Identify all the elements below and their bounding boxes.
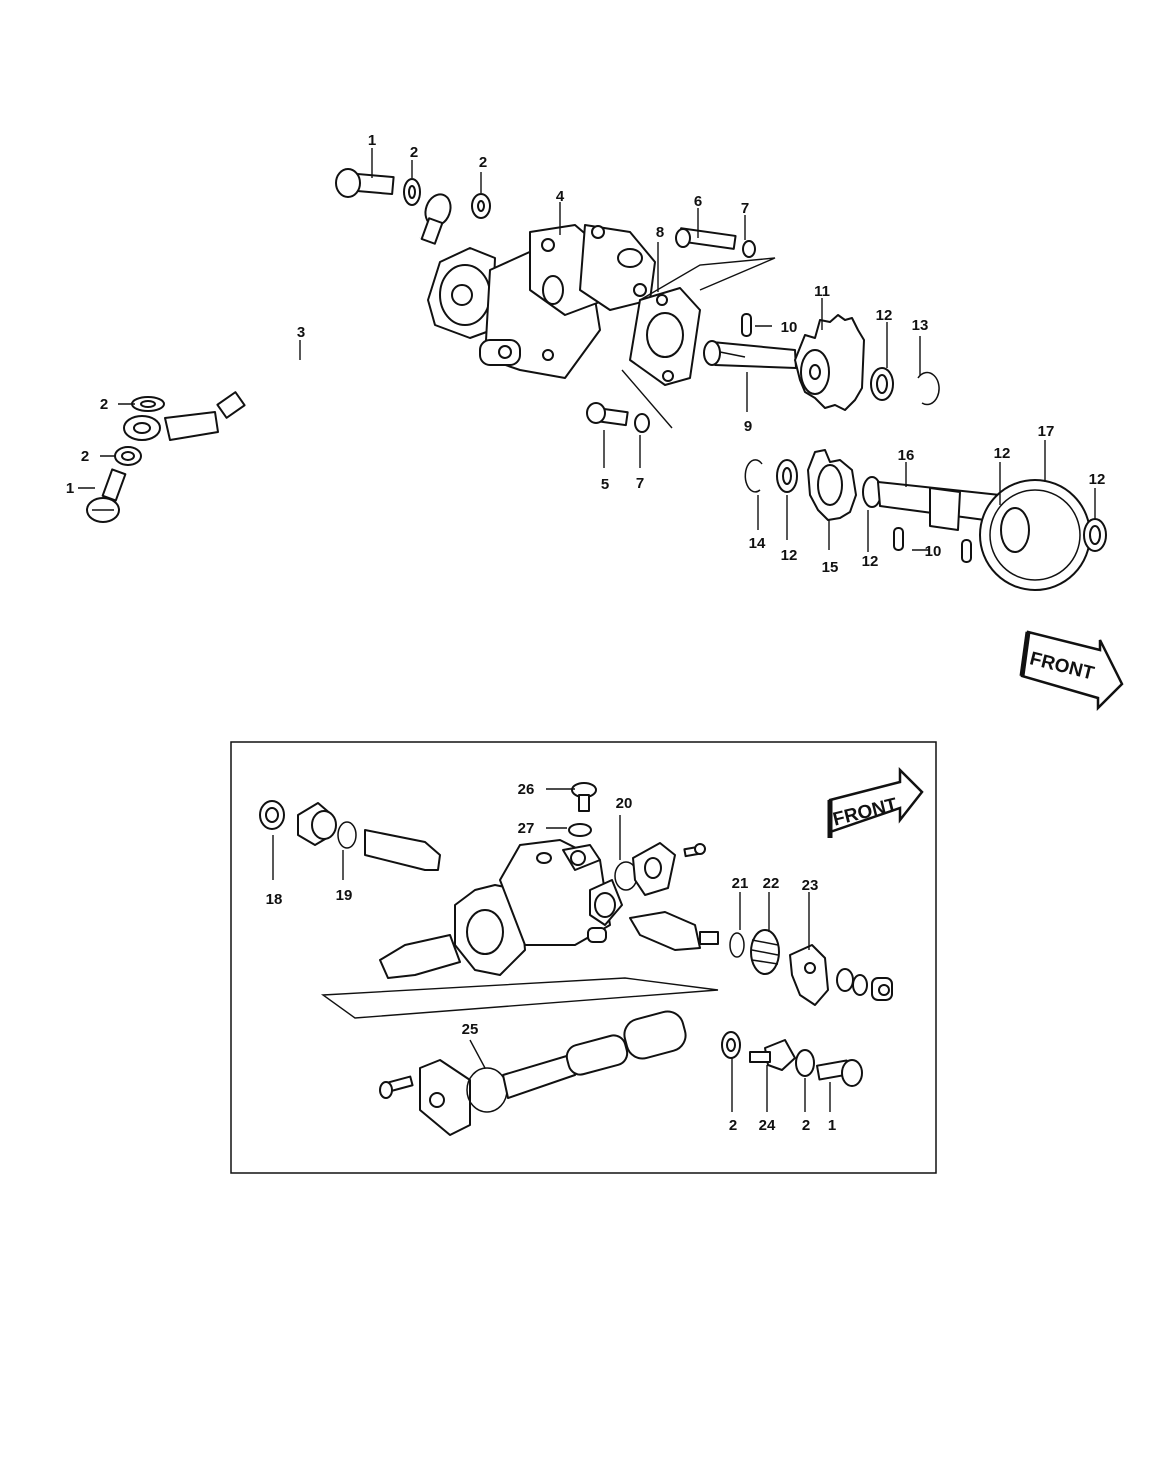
label-12-lower-b: 12 (862, 553, 879, 570)
plate-inset-top (632, 842, 676, 896)
label-2-left-a: 2 (100, 396, 108, 413)
washer-inset-b (852, 974, 868, 996)
label-22: 22 (763, 875, 780, 892)
nut-inset (871, 977, 893, 1001)
label-12-lower-a: 12 (781, 547, 798, 564)
oil-pump-body (427, 224, 656, 379)
label-18: 18 (266, 891, 283, 908)
label-5: 5 (601, 476, 609, 493)
label-4: 4 (556, 188, 565, 205)
label-14: 14 (749, 535, 766, 552)
label-7-bottom: 7 (636, 475, 644, 492)
label-27: 27 (518, 820, 535, 837)
pin-10-lower-b (961, 539, 972, 563)
label-15: 15 (822, 559, 839, 576)
banjo-bolt-lower (86, 468, 127, 523)
pump-cover-gasket (629, 287, 701, 386)
plunger-lower-left (379, 934, 461, 979)
plunger-center-right (629, 911, 719, 951)
label-1-top: 1 (368, 132, 376, 149)
gear-15 (807, 449, 857, 521)
gear-11 (794, 314, 865, 411)
detail-inset-frame (230, 741, 937, 1174)
banjo-bolt-top (335, 168, 395, 198)
plunger-inset (364, 829, 441, 871)
label-2-top-a: 2 (410, 144, 418, 161)
label-13: 13 (912, 317, 929, 334)
label-25: 25 (462, 1021, 479, 1038)
circlip-13 (917, 371, 940, 406)
pin-10-lower-a (893, 527, 904, 551)
label-8: 8 (656, 224, 664, 241)
pump-shaft-9 (703, 340, 797, 369)
oil-pipe (123, 193, 452, 441)
label-10-lower: 10 (925, 543, 942, 560)
front-arrow-inset: FRONT (827, 766, 924, 838)
oring-25 (466, 1067, 508, 1113)
threaded-shaft-bottom (502, 1010, 687, 1099)
label-2-inset-a: 2 (729, 1117, 737, 1134)
label-10-upper: 10 (781, 319, 798, 336)
label-9: 9 (744, 418, 752, 435)
label-2-inset-b: 2 (802, 1117, 810, 1134)
lever-23 (789, 944, 829, 1006)
label-26: 26 (518, 781, 535, 798)
screw-5 (586, 402, 629, 427)
label-12-lower-d: 12 (1089, 471, 1106, 488)
oring-19 (337, 821, 357, 849)
label-21: 21 (732, 875, 749, 892)
label-11: 11 (814, 283, 830, 300)
label-24: 24 (759, 1117, 776, 1134)
label-2-top-b: 2 (479, 154, 487, 171)
label-6: 6 (694, 193, 702, 210)
washer-7-bottom (634, 413, 650, 433)
oring-21 (729, 932, 745, 958)
washer-7-top (742, 240, 756, 258)
label-20: 20 (616, 795, 633, 812)
label-19: 19 (336, 887, 353, 904)
banjo-24 (749, 1039, 796, 1071)
label-12-upper: 12 (876, 307, 893, 324)
circlip-14 (744, 459, 763, 493)
spring-22 (750, 929, 780, 975)
label-1-left: 1 (66, 480, 74, 497)
screw-bottom-inset (379, 1075, 414, 1099)
washer-inset-a (836, 968, 854, 992)
label-1-inset: 1 (828, 1117, 836, 1134)
washer-27 (568, 823, 592, 837)
label-17: 17 (1038, 423, 1055, 440)
label-3: 3 (297, 324, 305, 341)
banjo-bolt-inset (816, 1059, 863, 1087)
label-12-lower-c: 12 (994, 445, 1011, 462)
small-screw-inset (683, 843, 706, 858)
screw-6 (675, 227, 737, 250)
washer-2-inset-b (795, 1049, 815, 1077)
label-16: 16 (898, 447, 915, 464)
flange-25 (419, 1059, 471, 1136)
label-2-left-b: 2 (81, 448, 89, 465)
screw-26 (571, 782, 597, 812)
label-7-top: 7 (741, 200, 749, 217)
pin-10-upper (741, 313, 752, 337)
front-arrow-upper: FRONT (1019, 630, 1124, 712)
pump-body-inset (454, 839, 623, 976)
label-23: 23 (802, 877, 819, 894)
seal-19 (297, 802, 337, 846)
gear-17 (979, 479, 1091, 591)
